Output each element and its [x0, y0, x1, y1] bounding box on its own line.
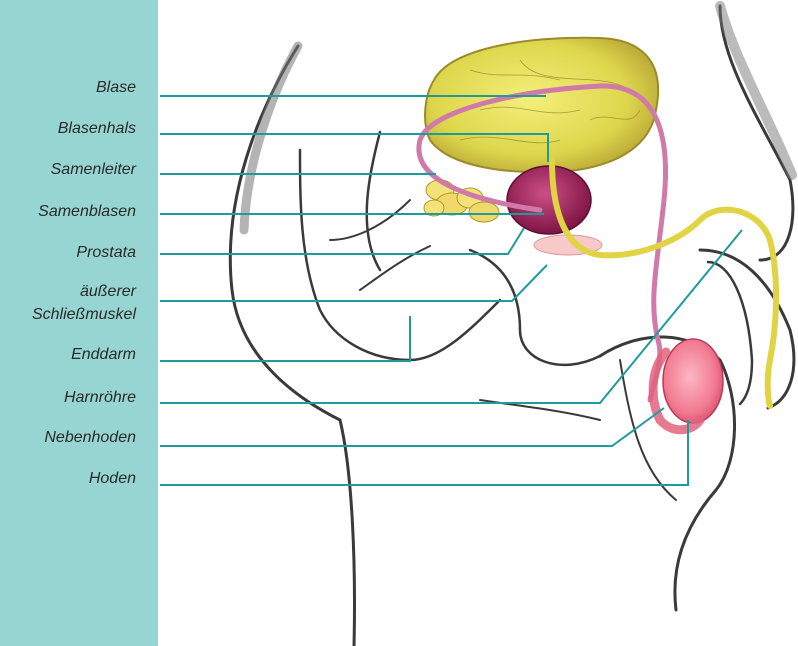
bladder [425, 38, 658, 173]
prostate [507, 166, 591, 234]
leader-hoden [160, 420, 688, 485]
leader-nebenhoden [160, 408, 664, 446]
leader-aeusserer [160, 265, 547, 301]
testis [663, 339, 723, 423]
